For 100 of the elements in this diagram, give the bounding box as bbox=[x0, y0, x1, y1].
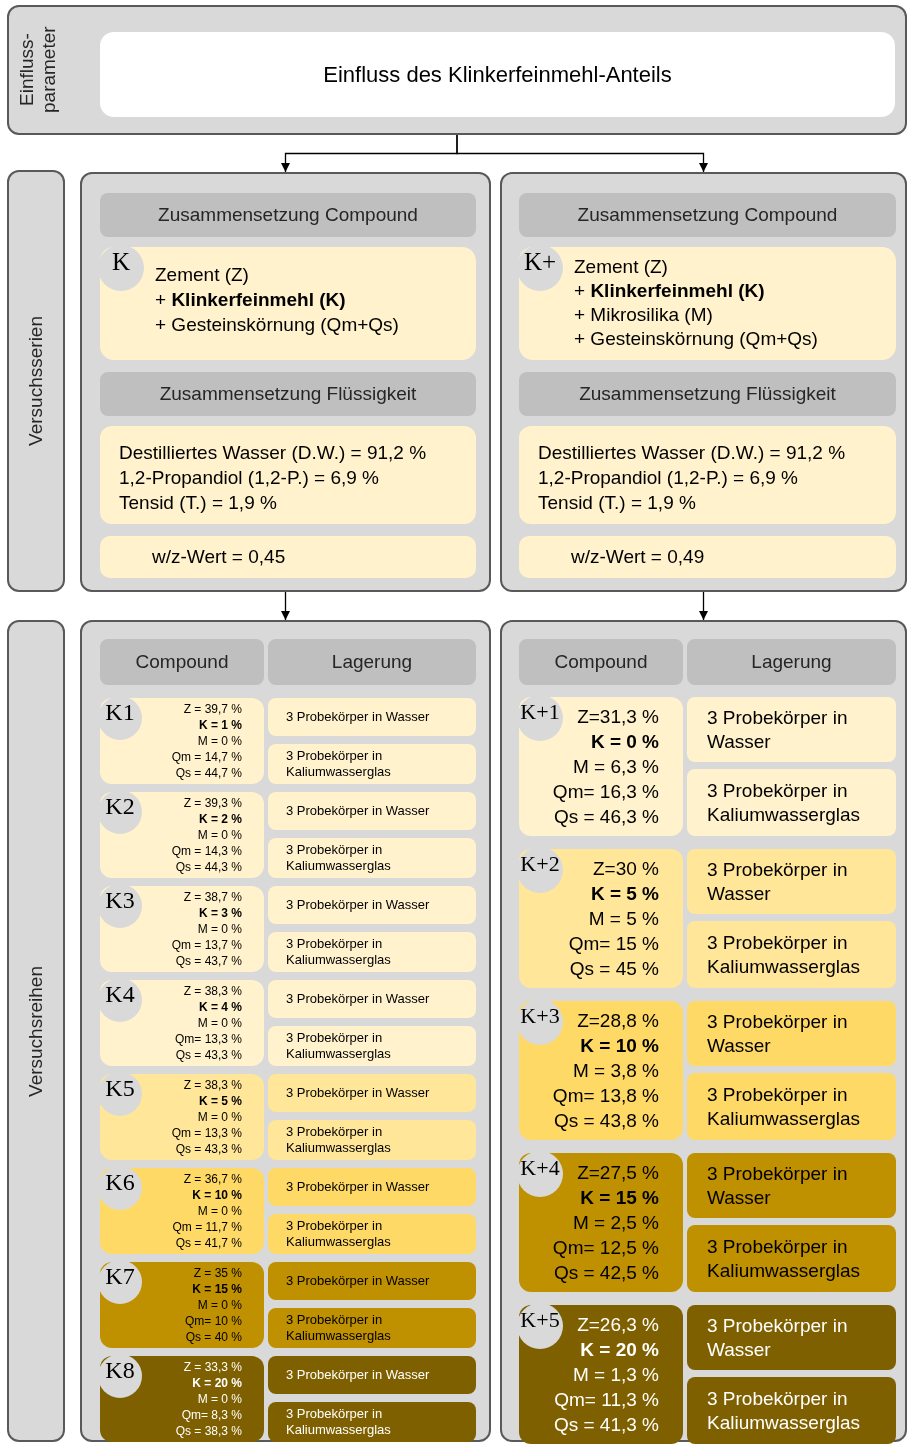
header-bar bbox=[100, 193, 476, 237]
value-text: Qm= 10 % bbox=[184, 1313, 242, 1329]
header-text: Zusammensetzung Flüssigkeit bbox=[159, 383, 417, 405]
value-text: K = 3 % bbox=[197, 905, 242, 921]
composition-line: Tensid (T.) = 1,9 % bbox=[119, 491, 278, 515]
storage-box bbox=[687, 921, 896, 988]
value-text: Qs = 45 % bbox=[568, 957, 659, 981]
storage-text: 3 Probekörper in Wasser bbox=[707, 1313, 849, 1362]
storage-text: 3 Probekörper in Kaliumwasserglas bbox=[286, 936, 392, 968]
value-text: Qs = 43,7 % bbox=[174, 953, 242, 969]
value-text: K = 15 % bbox=[191, 1281, 242, 1297]
row-label-band bbox=[7, 620, 65, 1442]
storage-box bbox=[687, 769, 896, 836]
value-text: Qm= 12,5 % bbox=[552, 1236, 659, 1260]
mix-box bbox=[519, 697, 683, 836]
title-text: Einfluss des Klinkerfeinmehl-Anteils bbox=[323, 61, 672, 88]
value-text: Z=30 % bbox=[592, 857, 659, 881]
header-bar bbox=[100, 639, 264, 685]
value-text: M = 5 % bbox=[587, 907, 659, 931]
mix-box bbox=[100, 792, 264, 878]
storage-text: 3 Probekörper in Wasser bbox=[286, 1085, 430, 1101]
mix-box bbox=[100, 1168, 264, 1254]
storage-box bbox=[268, 1308, 476, 1348]
header-text: Zusammensetzung Flüssigkeit bbox=[579, 383, 836, 405]
arrow bbox=[456, 134, 708, 173]
storage-text: 3 Probekörper in Wasser bbox=[286, 1179, 430, 1195]
storage-text: 3 Probekörper in Wasser bbox=[286, 709, 430, 725]
title-box bbox=[100, 32, 895, 117]
storage-text: 3 Probekörper in Wasser bbox=[707, 1161, 849, 1210]
value-text: Qm = 14,3 % bbox=[171, 843, 242, 859]
series-label: K3 bbox=[98, 884, 142, 928]
storage-text: 3 Probekörper in Kaliumwasserglas bbox=[707, 1234, 862, 1283]
storage-box bbox=[687, 697, 896, 762]
composition-line: + Klinkerfeinmehl (K) bbox=[574, 279, 766, 303]
row-label: Einfluss- parameter bbox=[16, 25, 60, 116]
value-text: Z = 35 % bbox=[192, 1265, 242, 1281]
value-text: Qs = 43,3 % bbox=[174, 1047, 242, 1063]
series-label: K2 bbox=[98, 790, 142, 834]
series-label: K7 bbox=[98, 1260, 142, 1304]
value-text: M = 0 % bbox=[196, 733, 242, 749]
storage-text: 3 Probekörper in Kaliumwasserglas bbox=[286, 1030, 392, 1062]
storage-box bbox=[687, 1225, 896, 1292]
value-text: K = 5 % bbox=[589, 882, 659, 906]
storage-text: 3 Probekörper in Wasser bbox=[286, 1273, 430, 1289]
series-label: K+5 bbox=[517, 1303, 563, 1349]
storage-box bbox=[268, 698, 476, 736]
value-text: M = 0 % bbox=[196, 921, 242, 937]
value-text: M = 0 % bbox=[196, 1109, 242, 1125]
parameter-band bbox=[7, 5, 907, 135]
header-text: Lagerung bbox=[751, 651, 832, 673]
value-text: Qm= 8,3 % bbox=[180, 1407, 242, 1423]
storage-text: 3 Probekörper in Wasser bbox=[707, 1009, 849, 1058]
value-text: Qm= 16,3 % bbox=[552, 780, 659, 804]
value-text: K = 4 % bbox=[197, 999, 242, 1015]
value-text: Qm= 15 % bbox=[568, 932, 659, 956]
storage-box bbox=[268, 1402, 476, 1442]
storage-box bbox=[268, 744, 476, 784]
liquid-box bbox=[100, 426, 476, 524]
value-text: Qm= 13,3 % bbox=[174, 1031, 242, 1047]
storage-text: 3 Probekörper in Kaliumwasserglas bbox=[286, 842, 392, 874]
mix-box bbox=[519, 849, 683, 988]
ratio-text: w/z-Wert = 0,45 bbox=[152, 546, 286, 568]
header-text: Lagerung bbox=[331, 651, 413, 673]
storage-text: 3 Probekörper in Wasser bbox=[707, 857, 849, 906]
header-bar bbox=[519, 372, 896, 416]
value-text: M = 0 % bbox=[196, 1391, 242, 1407]
header-bar bbox=[687, 639, 896, 685]
ratio-text: w/z-Wert = 0,49 bbox=[571, 546, 705, 568]
value-text: Qs = 46,3 % bbox=[552, 805, 659, 829]
storage-text: 3 Probekörper in Kaliumwasserglas bbox=[286, 1124, 392, 1156]
ratio-box bbox=[519, 536, 896, 578]
value-text: Qs = 43,3 % bbox=[174, 1141, 242, 1157]
series-label: K+3 bbox=[517, 999, 563, 1045]
value-text: Z = 36,7 % bbox=[182, 1171, 242, 1187]
value-text: K = 5 % bbox=[197, 1093, 242, 1109]
value-text: M = 1,3 % bbox=[571, 1363, 659, 1387]
storage-box bbox=[268, 1262, 476, 1300]
storage-box bbox=[268, 838, 476, 878]
storage-box bbox=[268, 792, 476, 830]
header-text: Compound bbox=[554, 651, 648, 673]
series-label: K4 bbox=[98, 978, 142, 1022]
value-text: Qm = 14,7 % bbox=[171, 749, 242, 765]
composition-line: + Mikrosilika (M) bbox=[574, 303, 714, 327]
mix-box bbox=[100, 980, 264, 1066]
value-text: Z = 33,3 % bbox=[182, 1359, 242, 1375]
composition-line: + Gesteinskörnung (Qm+Qs) bbox=[155, 313, 399, 337]
storage-box bbox=[687, 849, 896, 914]
ratio-box bbox=[100, 536, 476, 578]
series-label: K5 bbox=[98, 1072, 142, 1116]
value-text: Qm = 13,7 % bbox=[171, 937, 242, 953]
value-text: M = 0 % bbox=[196, 1203, 242, 1219]
storage-text: 3 Probekörper in Wasser bbox=[286, 803, 430, 819]
series-label: K bbox=[98, 245, 144, 291]
composition-line: Destilliertes Wasser (D.W.) = 91,2 % bbox=[538, 441, 847, 465]
value-text: Qs = 44,7 % bbox=[174, 765, 242, 781]
composition-line: 1,2-Propandiol (1,2-P.) = 6,9 % bbox=[538, 466, 799, 490]
series-label: K+1 bbox=[517, 695, 563, 741]
mix-box bbox=[100, 1074, 264, 1160]
composition-line: Tensid (T.) = 1,9 % bbox=[538, 491, 697, 515]
composition-line: 1,2-Propandiol (1,2-P.) = 6,9 % bbox=[119, 466, 380, 490]
